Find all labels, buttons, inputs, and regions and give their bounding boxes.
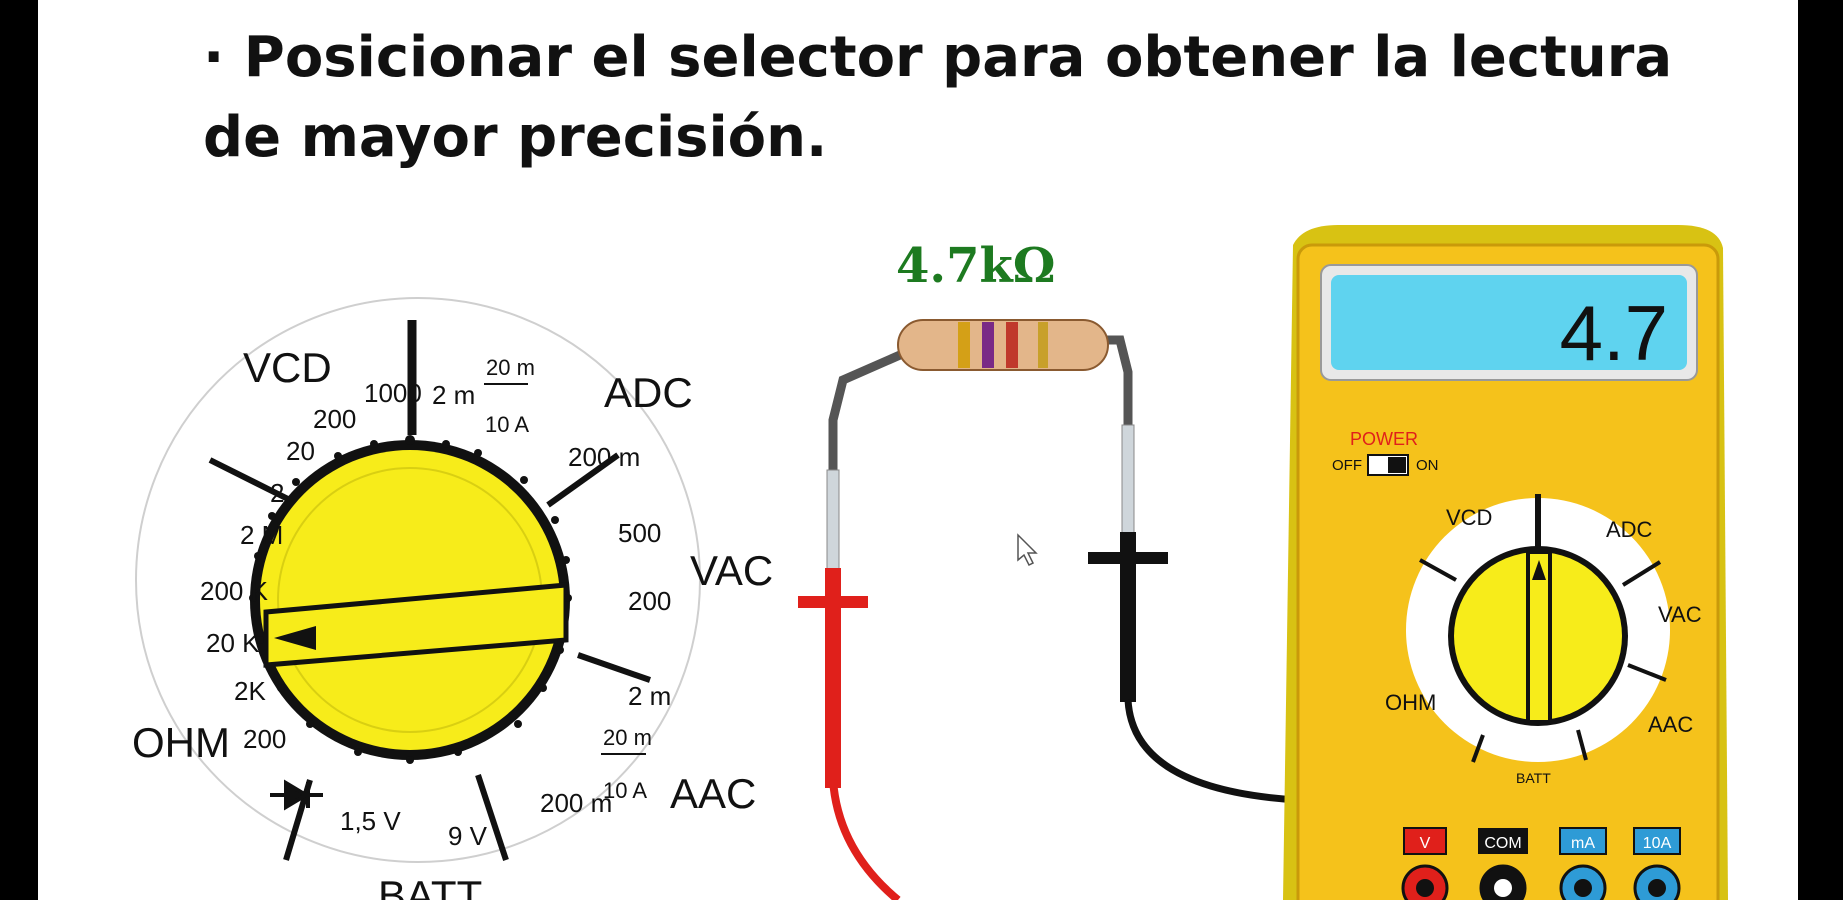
jack-com-label: COM	[1484, 835, 1521, 852]
vcd-range-1000: 1000	[364, 378, 422, 408]
aac-range-10a: 10 A	[603, 778, 647, 803]
adc-label: ADC	[604, 369, 693, 416]
batt-range-1-5v: 1,5 V	[340, 806, 401, 836]
red-probe	[798, 469, 901, 900]
mini-vcd-label: VCD	[1446, 505, 1492, 530]
divider-adc-vac	[546, 452, 620, 508]
aac-label: AAC	[670, 770, 756, 817]
batt-range-9v: 9 V	[448, 821, 488, 851]
resistor-band-4	[1038, 322, 1048, 368]
power-switch-thumb	[1388, 457, 1406, 473]
jack-ma-label: mA	[1571, 835, 1595, 852]
vac-range-200: 200	[628, 586, 671, 616]
mini-knob-pointer	[1526, 550, 1552, 724]
adc-range-2m: 2 m	[432, 380, 475, 410]
diode-icon	[270, 779, 323, 811]
jack-10a-tag	[1633, 827, 1681, 855]
jack-ma-tag	[1559, 827, 1607, 855]
adc-range-20m: 20 m	[486, 355, 535, 380]
mini-pointer-arrow-icon	[1532, 560, 1546, 580]
display-reading: 4.7	[1560, 289, 1668, 377]
ohm-range-20k: 20 K	[206, 628, 260, 658]
mini-vac-label: VAC	[1658, 602, 1702, 627]
ohm-label: OHM	[132, 719, 230, 766]
vac-label: VAC	[690, 547, 773, 594]
jack-v-label: V	[1420, 835, 1431, 852]
resistor-right-lead	[1093, 335, 1133, 450]
aac-range-200m: 200 m	[540, 788, 612, 818]
knob-pointer-bar	[263, 582, 569, 668]
ohm-range-200k: 200 K	[200, 576, 269, 606]
mini-aac-label: AAC	[1648, 712, 1693, 737]
vcd-range-20: 20	[286, 436, 315, 466]
resistor-band-3	[1006, 322, 1018, 368]
batt-label: BATT	[378, 872, 482, 900]
bullet: ·	[203, 25, 225, 90]
on-label: ON	[1416, 457, 1439, 474]
input-jacks: V COM mA 10A	[1401, 827, 1681, 900]
power-label: POWER	[1350, 429, 1418, 449]
mini-adc-label: ADC	[1606, 517, 1653, 542]
slide: · Posicionar el selector para obtener la…	[38, 0, 1798, 900]
jack-com-tag	[1478, 828, 1528, 854]
divider-vac-aac	[577, 652, 651, 683]
aac-range-2m: 2 m	[628, 681, 671, 711]
ohm-range-200: 200	[243, 724, 286, 754]
dial-ticks	[249, 435, 572, 764]
ohm-range-2k: 2K	[234, 676, 266, 706]
ohm-range-2m: 2 M	[240, 520, 283, 550]
lcd-display	[1331, 275, 1687, 370]
circuit: 4.7kΩ	[798, 238, 1511, 900]
adc-range-200m: 200 m	[568, 442, 640, 472]
jack-10a-label: 10A	[1643, 835, 1672, 852]
off-label: OFF	[1332, 457, 1362, 474]
vac-range-500: 500	[618, 518, 661, 548]
mini-selector-dial: VCD ADC VAC AAC OHM BATT	[1385, 494, 1702, 786]
multimeter: 4.7 POWER OFF ON VCD ADC	[1283, 225, 1728, 900]
mini-batt-label: BATT	[1516, 770, 1551, 786]
resistor	[897, 319, 1109, 371]
resistor-band-1	[958, 322, 970, 368]
resistor-left-lead	[828, 350, 905, 475]
vcd-label: VCD	[243, 344, 332, 391]
mini-ohm-label: OHM	[1385, 690, 1436, 715]
dial-outer-ring	[135, 297, 701, 863]
instruction-sentence: Posicionar el selector para obtener la l…	[203, 25, 1673, 170]
large-selector-dial: VCD ADC VAC AAC OHM 1000 200 20 2 2 m 20…	[132, 297, 773, 900]
vcd-range-2: 2	[270, 478, 284, 508]
vcd-range-200: 200	[313, 404, 356, 434]
resistor-band-2	[982, 322, 994, 368]
mouse-cursor-icon	[1017, 533, 1038, 567]
diagram-canvas: VCD ADC VAC AAC OHM 1000 200 20 2 2 m 20…	[132, 225, 1728, 900]
divider-ohm-vcd	[208, 457, 302, 508]
instruction-text: · Posicionar el selector para obtener la…	[203, 18, 1703, 178]
pointer-arrow-icon	[274, 626, 316, 650]
red-probe-cable	[829, 779, 901, 900]
jack-v-tag	[1403, 827, 1447, 855]
resistor-value-label: 4.7kΩ	[896, 238, 1056, 294]
adc-range-10a: 10 A	[485, 412, 529, 437]
divider-aac-batt	[475, 774, 509, 861]
aac-range-20m: 20 m	[603, 725, 652, 750]
